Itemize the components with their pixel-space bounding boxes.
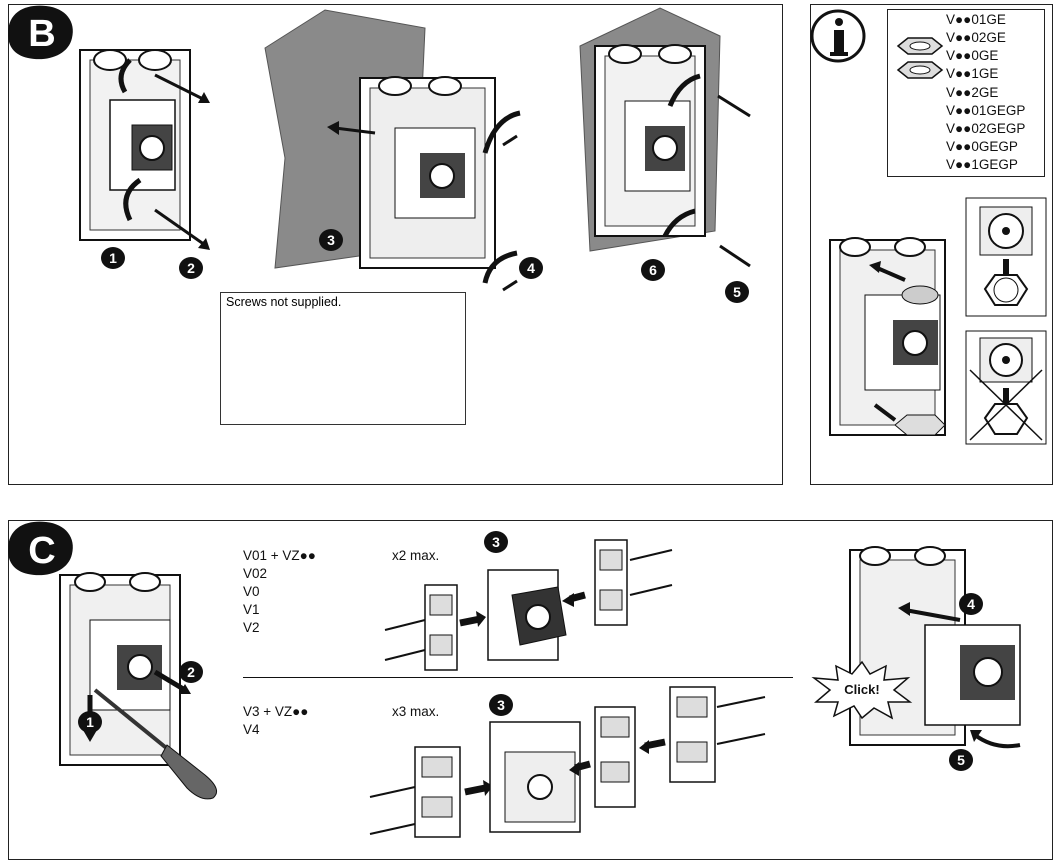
incorrect-orientation-detail	[965, 330, 1047, 445]
c-step-2: 2	[179, 661, 203, 683]
code-8: V●●0GEGP	[946, 139, 1018, 154]
svg-text:3: 3	[327, 232, 335, 248]
svg-text:5: 5	[733, 284, 741, 300]
b-step-6: 6	[641, 259, 665, 281]
code-6: V●●01GEGP	[946, 103, 1026, 118]
section-c-letter: C	[28, 530, 55, 572]
svg-text:1: 1	[86, 714, 94, 730]
group-divider	[243, 677, 793, 678]
wall-mount-illustration	[264, 9, 521, 292]
section-c-badge: C	[8, 521, 73, 576]
code-7: V●●02GEGP	[946, 121, 1026, 136]
code-4: V●●1GE	[946, 66, 999, 81]
aux-contact-assembly-small	[384, 539, 673, 671]
code-5: V●●2GE	[946, 85, 999, 100]
code-2: V●●02GE	[946, 30, 1006, 45]
group2-model-2: V4	[243, 722, 260, 737]
b-step-4: 4	[519, 257, 543, 279]
c-step-3b: 3	[489, 694, 513, 716]
codes-box: V●●01GE V●●02GE V●●0GE V●●1GE V●●2GE V●●…	[887, 9, 1045, 177]
svg-text:6: 6	[649, 262, 657, 278]
enclosure-with-nut-illustration	[829, 237, 946, 436]
b-step-2: 2	[179, 257, 203, 279]
screws-note: Screws not supplied.	[220, 292, 466, 425]
snap-in-illustration	[849, 546, 1021, 749]
info-icon	[810, 9, 866, 63]
svg-text:2: 2	[187, 260, 195, 276]
svg-text:3: 3	[497, 697, 505, 713]
c-step-5: 5	[949, 749, 973, 771]
section-b-panel	[8, 4, 783, 485]
group1-model-3: V0	[243, 584, 260, 599]
enclosure-on-wall-illustration	[579, 7, 751, 268]
svg-text:1: 1	[109, 250, 117, 266]
svg-text:4: 4	[527, 260, 535, 276]
c-step-4: 4	[959, 593, 983, 615]
section-b-badge: B	[8, 5, 73, 60]
svg-text:3: 3	[492, 534, 500, 550]
click-burst: Click!	[811, 660, 913, 720]
group1-max: x2 max.	[392, 548, 440, 563]
info-panel	[810, 4, 1053, 485]
b-step-3: 3	[319, 229, 343, 251]
aux-contact-assembly-large	[369, 686, 766, 838]
c-step-3a: 3	[484, 531, 508, 553]
click-label: Click!	[844, 682, 879, 697]
code-1: V●●01GE	[946, 12, 1006, 27]
section-b-letter: B	[28, 13, 55, 55]
svg-text:2: 2	[187, 664, 195, 680]
group2-model-1: V3 + VZ●●	[243, 704, 309, 719]
b-step-1: 1	[101, 247, 125, 269]
svg-text:5: 5	[957, 752, 965, 768]
group2-max: x3 max.	[392, 704, 440, 719]
group1-model-2: V02	[243, 566, 268, 581]
group1-model-4: V1	[243, 602, 260, 617]
svg-text:4: 4	[967, 596, 975, 612]
group1-model-1: V01 + VZ●●	[243, 548, 316, 563]
b-step-5: 5	[725, 281, 749, 303]
group1-model-5: V2	[243, 620, 260, 635]
lock-nut-icon	[896, 37, 944, 79]
correct-orientation-detail	[965, 197, 1047, 317]
code-3: V●●0GE	[946, 48, 999, 63]
code-9: V●●1GEGP	[946, 157, 1018, 172]
enclosure-open-illustration	[79, 49, 210, 250]
c-step-1: 1	[78, 711, 102, 733]
section-c-panel	[8, 520, 1053, 860]
